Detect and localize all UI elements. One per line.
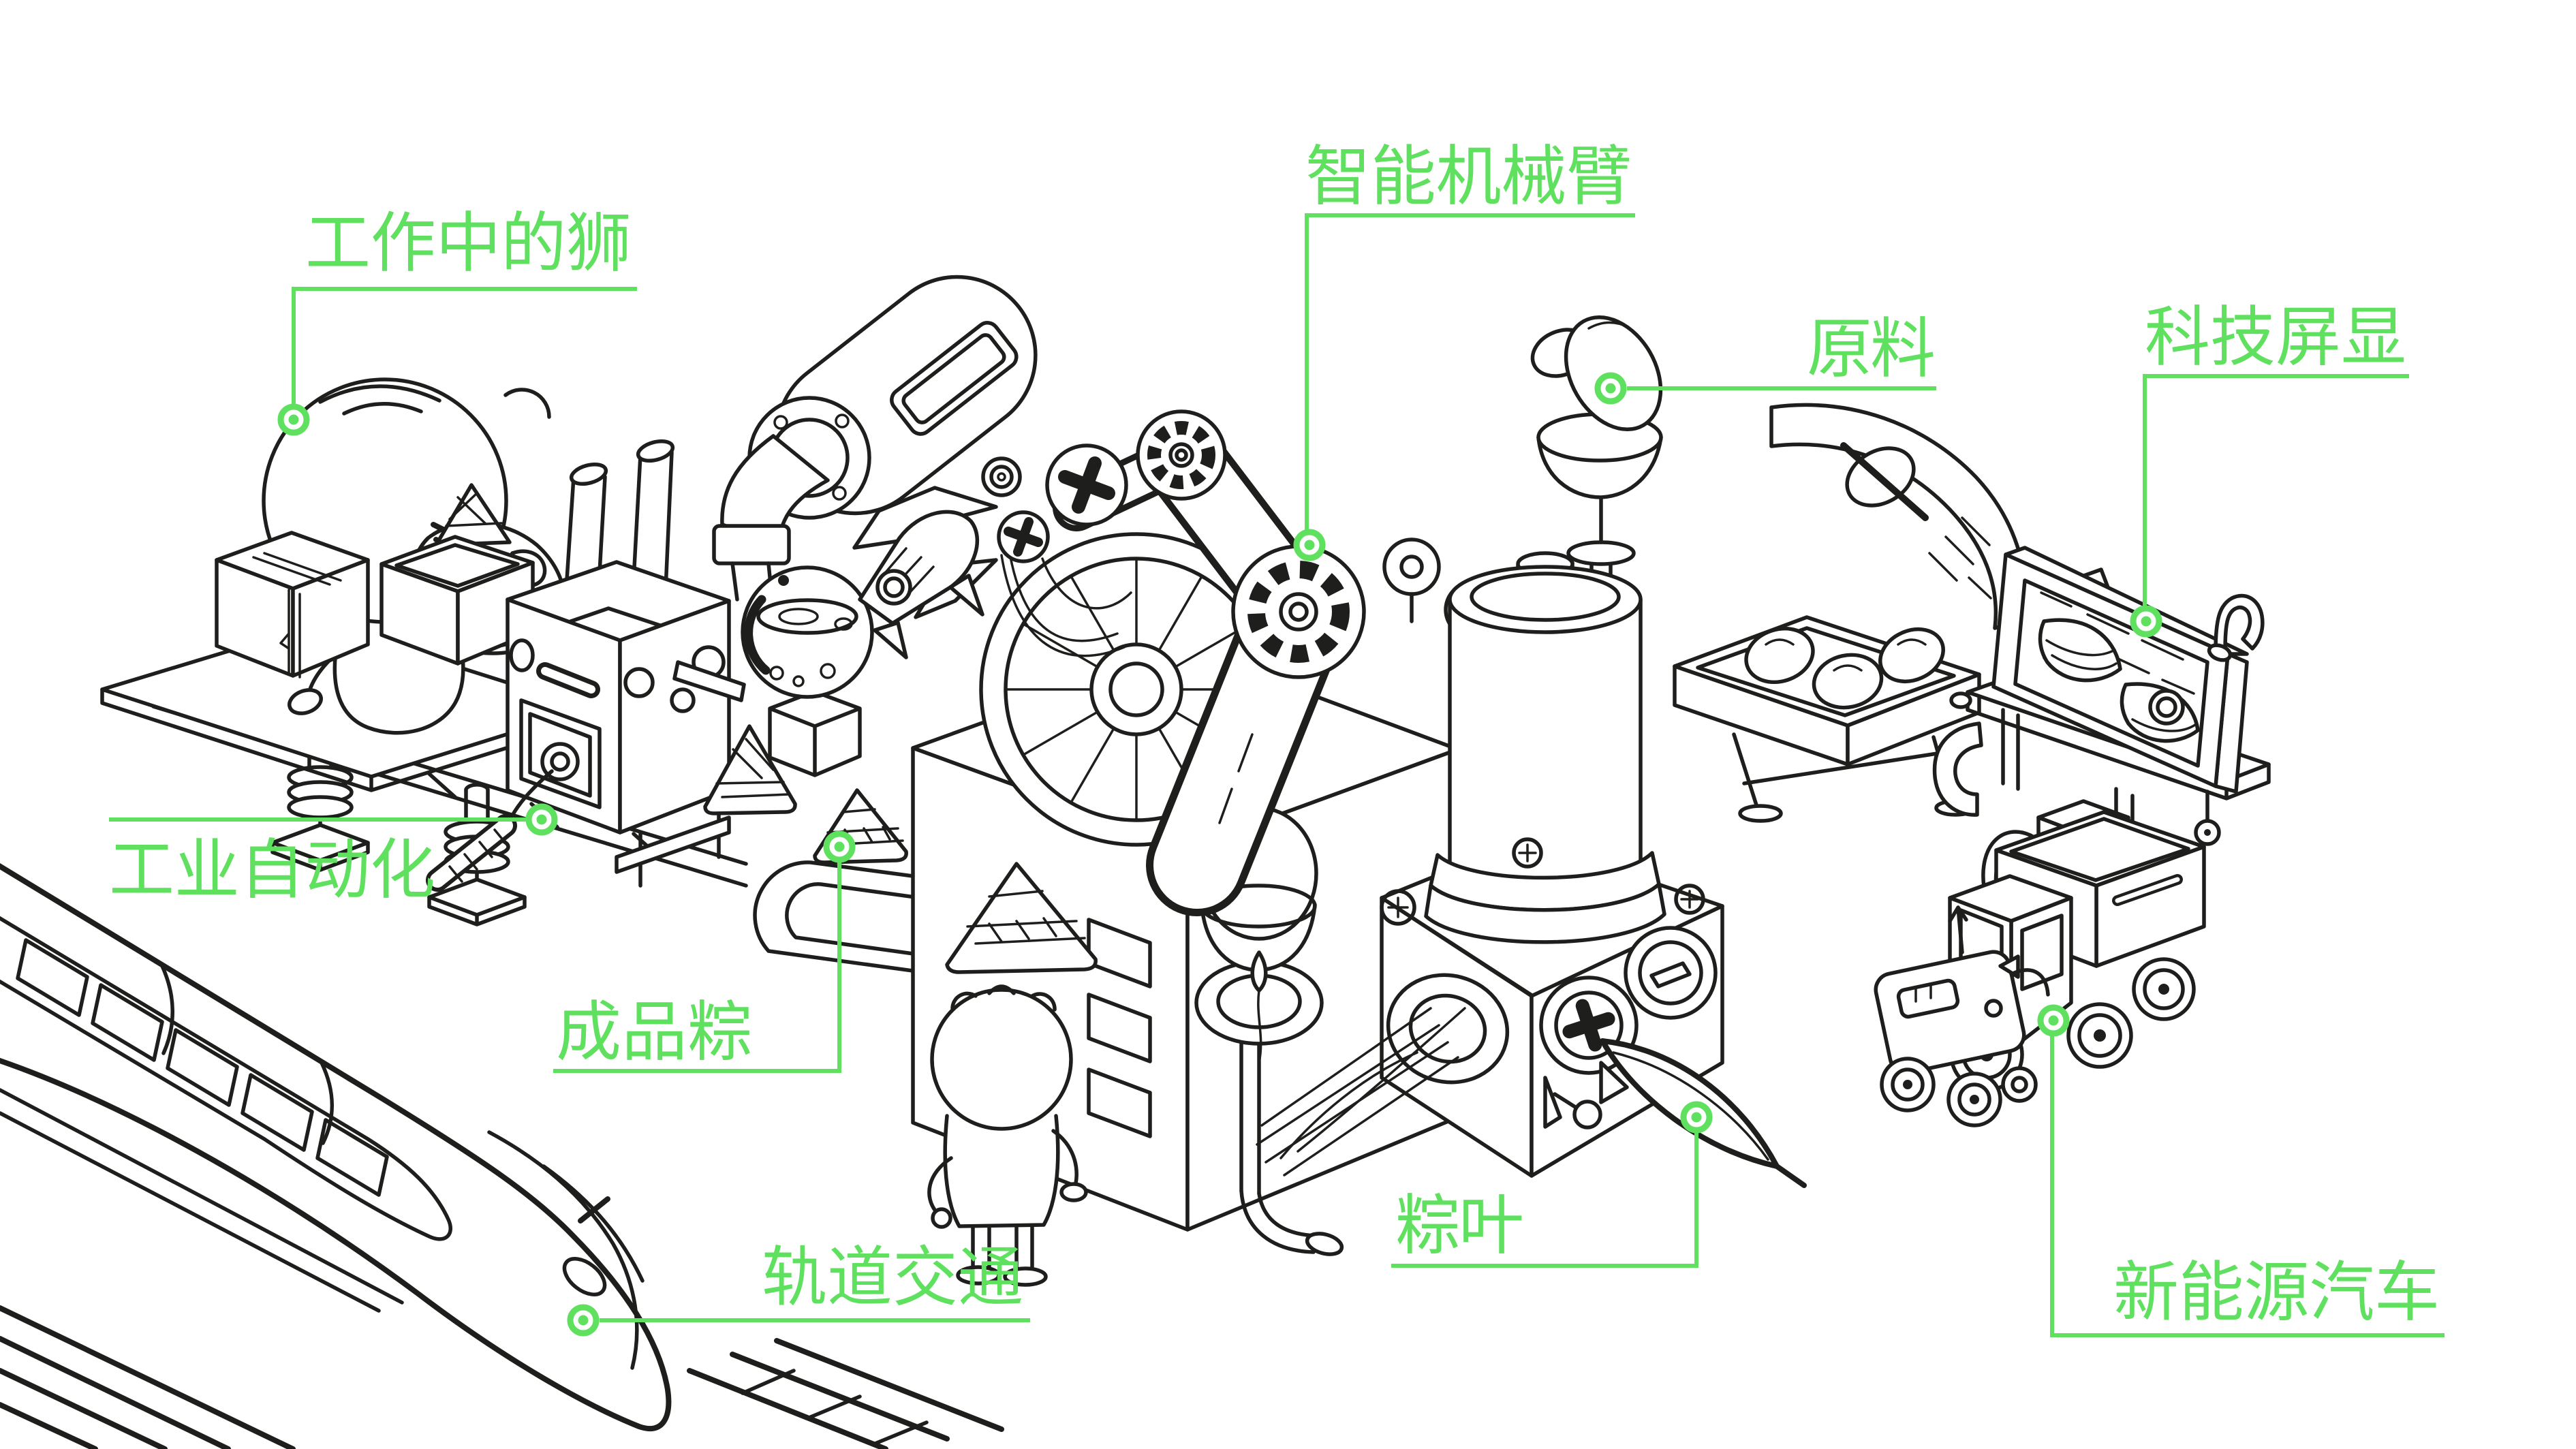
callout-raw-material: 原料 <box>1594 313 1936 405</box>
callout-target-dot <box>1293 529 1326 561</box>
zongzi-cone <box>703 724 797 815</box>
rocket-pod <box>858 510 984 659</box>
tech-screen-panel <box>1991 546 2265 874</box>
zongzi-large <box>945 862 1098 974</box>
callout-industrial-automation: 工业自动化 <box>109 803 558 907</box>
callout-target-dot <box>567 1304 600 1337</box>
zongzi-leaf-label: 粽叶 <box>1395 1189 1525 1262</box>
rail-transit-label: 轨道交通 <box>762 1241 1024 1314</box>
glass-flask <box>741 565 874 777</box>
industrial-automation-label: 工业自动化 <box>109 834 436 907</box>
callout-target-dot <box>2037 1004 2070 1037</box>
working-lion-callout-line <box>292 287 637 405</box>
gear-large-icon <box>1231 544 1366 679</box>
minus-screw-icon <box>1624 926 1718 1020</box>
smart-arm-callout-line <box>1305 213 1635 530</box>
bullet-train <box>0 862 672 1432</box>
finished-zongzi-callout-line <box>553 862 841 1073</box>
callout-target-dot <box>277 403 310 436</box>
callout-working-lion: 工作中的狮 <box>277 207 637 436</box>
new-energy-vehicle-callout-line <box>2050 1035 2445 1337</box>
hook-icon <box>2207 593 2265 662</box>
callout-smart-robotic-arm: 智能机械臂 <box>1293 140 1635 561</box>
tech-screen-label: 科技屏显 <box>2145 301 2407 374</box>
lion-back-view <box>927 984 1088 1287</box>
grain-tray <box>1673 615 1981 823</box>
callout-target-dot <box>2130 605 2162 638</box>
plus-screw-icon <box>1539 976 1639 1075</box>
automation-machine <box>426 439 746 892</box>
tech-screen-callout-line <box>2143 374 2409 606</box>
battery-machine <box>1256 551 1724 1178</box>
finished-zongzi-label: 成品粽 <box>556 996 754 1069</box>
feed-chute <box>1769 403 2028 630</box>
new-energy-vehicle-label: 新能源汽车 <box>2113 1256 2440 1329</box>
callout-tech-screen: 科技屏显 <box>2130 301 2409 638</box>
callout-rail-transit: 轨道交通 <box>567 1241 1030 1337</box>
callout-target-dot <box>525 803 558 836</box>
callout-finished-zongzi: 成品粽 <box>553 830 856 1073</box>
smart-robotic-arm-label: 智能机械臂 <box>1305 140 1632 213</box>
raw-material-label: 原料 <box>1807 313 1936 386</box>
callout-zongzi-leaf: 粽叶 <box>1391 1101 1713 1268</box>
rail-tracks <box>0 1305 1004 1449</box>
charging-robot <box>1874 905 2050 1127</box>
callout-target-dot <box>823 830 856 863</box>
s-pipe <box>1932 721 1983 817</box>
working-lion-label: 工作中的狮 <box>305 207 632 280</box>
callout-target-dot <box>1680 1101 1713 1134</box>
wrist-joints <box>981 443 1128 563</box>
gear-small-icon <box>1136 409 1227 501</box>
pressure-tank <box>712 275 1038 602</box>
zongzi-leaf-callout-line <box>1391 1132 1698 1268</box>
callout-target-dot <box>1594 372 1627 405</box>
callout-new-energy-vehicle: 新能源汽车 <box>2037 1004 2445 1337</box>
robotic-arm <box>852 409 1366 916</box>
